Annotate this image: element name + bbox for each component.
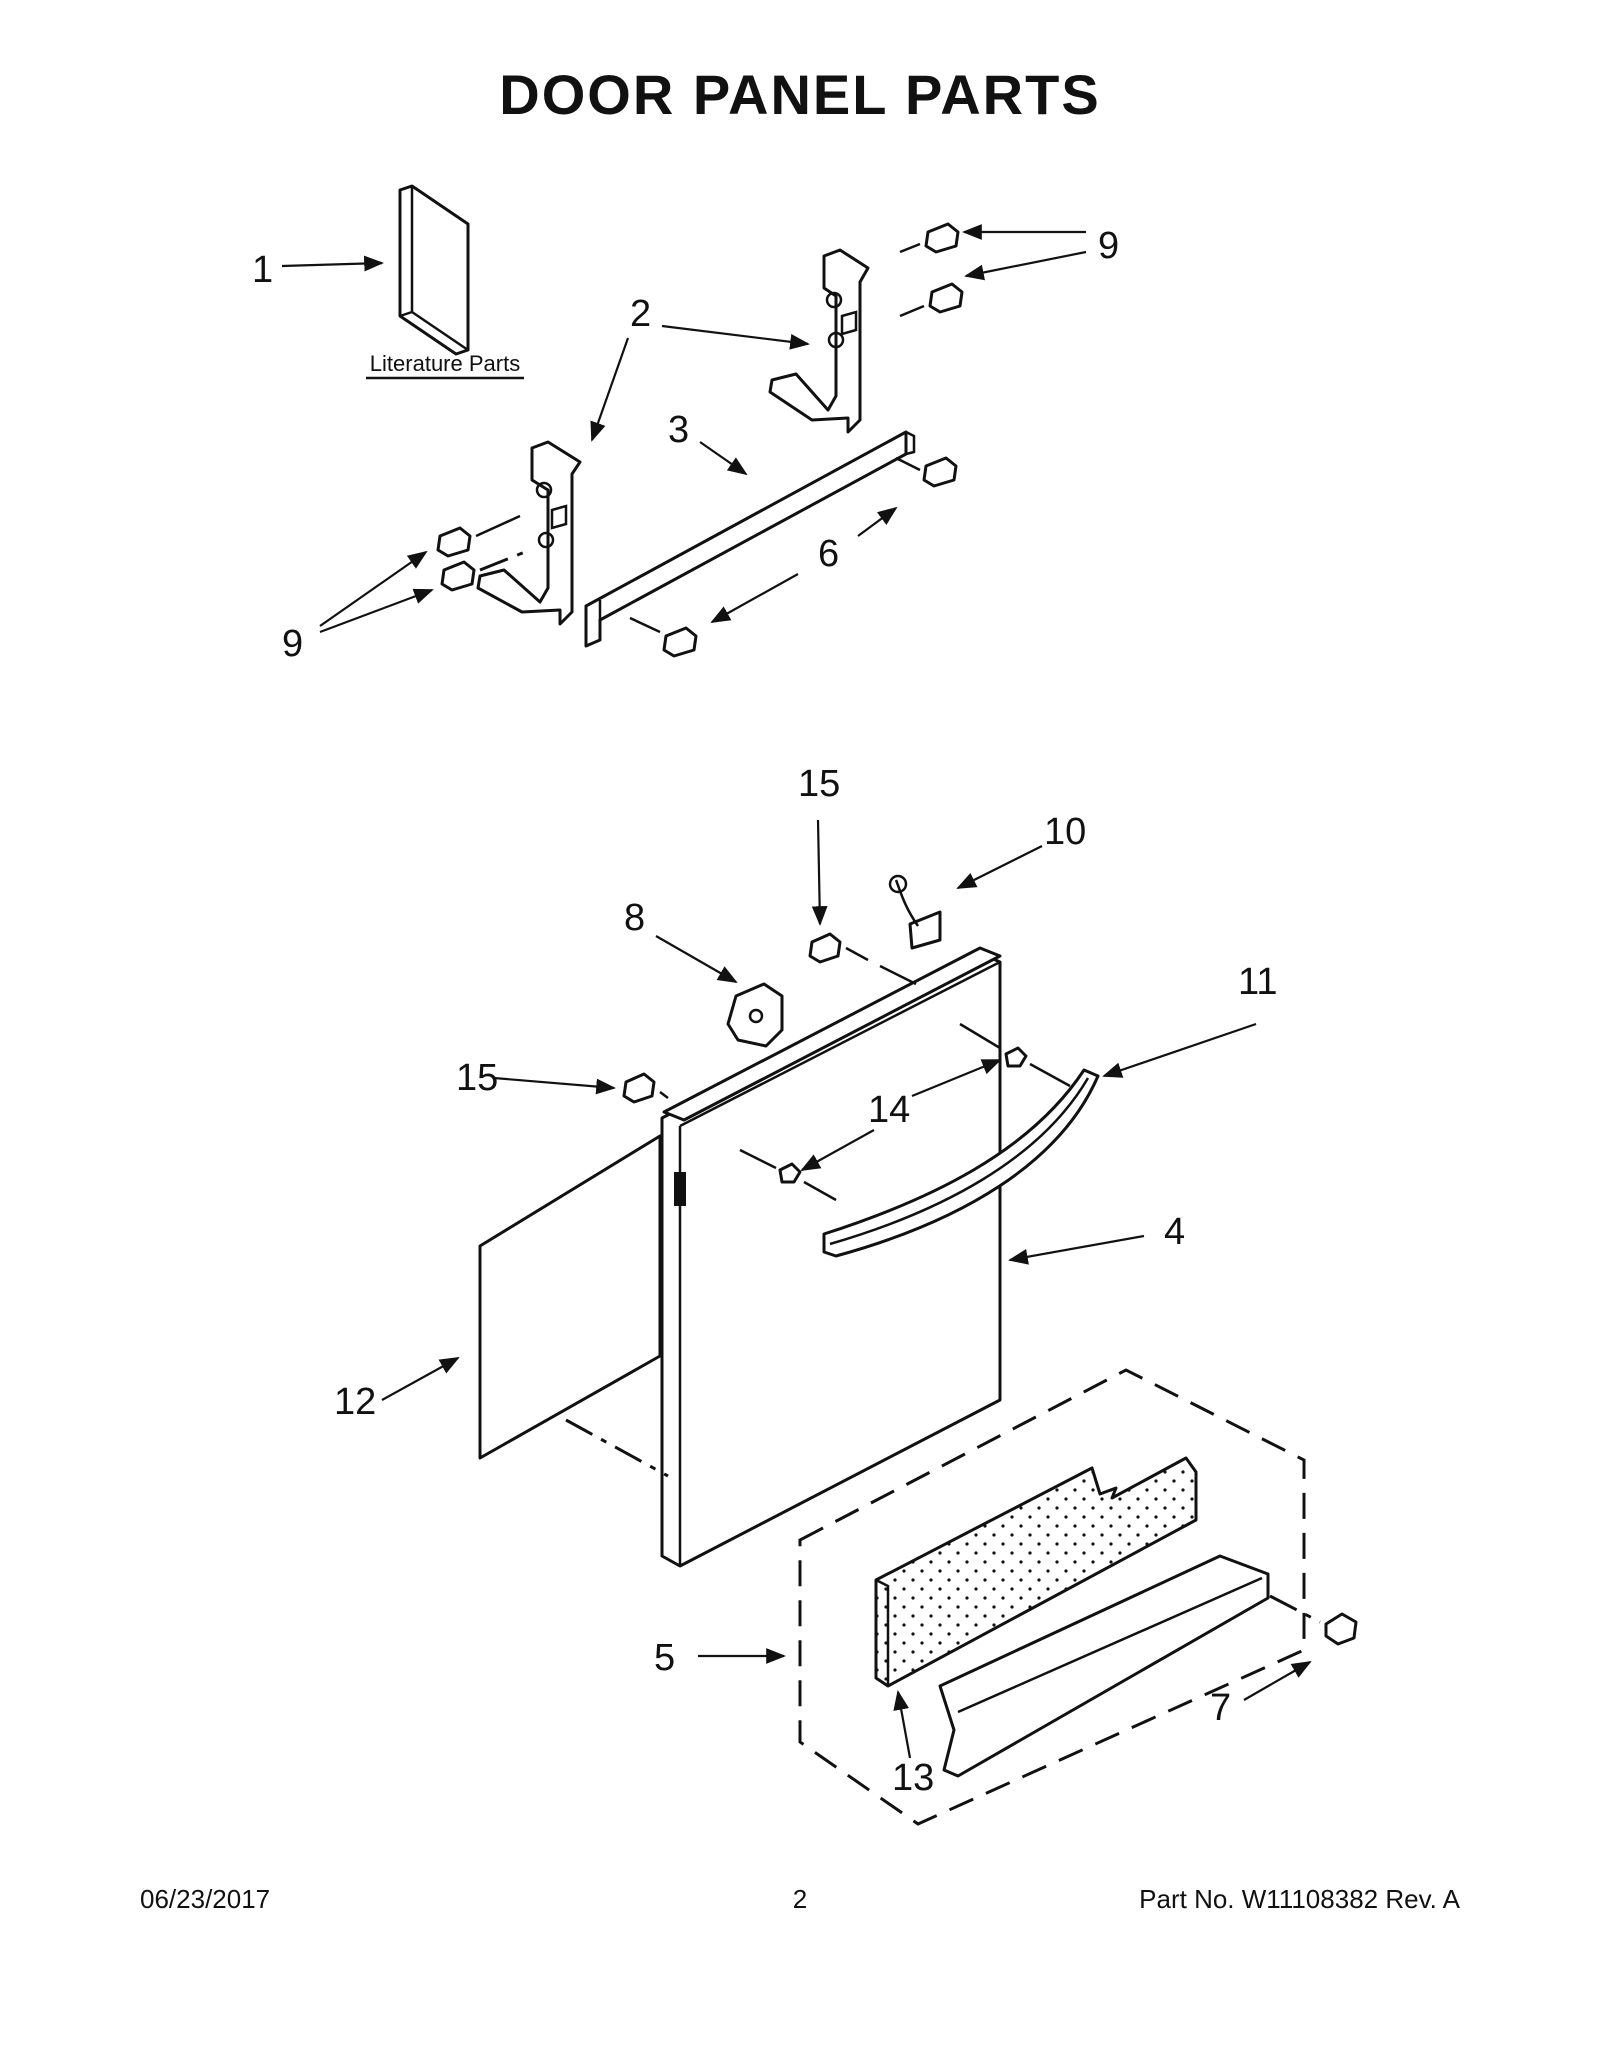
insulation-sheet [478,1134,662,1460]
callout-14: 14 [868,1089,910,1131]
screw-9-lower-2 [440,548,531,592]
footer-page-number: 2 [792,1884,808,1914]
door-handle [822,1068,1100,1258]
screw-9-upper-2 [899,282,964,318]
screw-15-lower [622,1072,669,1104]
toe-insulation [874,1456,1198,1688]
callout-13: 13 [892,1757,934,1799]
door-bracket-right [768,248,870,434]
door-panel [660,946,1002,1568]
callout-4: 4 [1164,1211,1185,1253]
callout-1: 1 [252,249,273,291]
footer-date: 06/23/2017 [140,1884,271,1914]
door-switch [888,874,942,950]
callout-11: 11 [1238,961,1277,1003]
toe-panel [938,1554,1270,1778]
toe-panel-screw [1269,1594,1358,1646]
literature-part: Literature Parts [366,184,524,380]
callout-15-upper: 15 [798,763,840,805]
screw-15-upper [808,932,917,986]
callout-8: 8 [624,897,645,939]
grommet-14-upper [959,1022,1071,1088]
callout-2: 2 [630,293,651,335]
screw-9-lower-1 [436,514,521,558]
page-title: DOOR PANEL PARTS [499,63,1101,126]
grommet-14-lower [739,1148,837,1202]
callout-10: 10 [1044,811,1086,853]
callout-9-lower: 9 [282,623,303,665]
door-latch [726,982,784,1048]
literature-parts-label: Literature Parts [370,351,520,376]
callout-6: 6 [818,533,839,575]
screw-6-left [629,616,698,658]
screw-6-right [895,456,958,488]
footer-part-number: Part No. W11108382 Rev. A [1139,1884,1460,1914]
callout-7: 7 [1210,1687,1231,1729]
support-channel [584,430,916,648]
callout-15-lower: 15 [456,1057,498,1099]
toe-panel-kit-outline [798,1368,1306,1826]
screw-9-upper-1 [899,222,960,254]
callout-12: 12 [334,1381,376,1423]
panel-vent [674,1172,686,1206]
callout-5: 5 [654,1637,675,1679]
door-bracket-left [476,440,582,626]
callout-3: 3 [668,409,689,451]
callout-9-upper: 9 [1098,225,1119,267]
